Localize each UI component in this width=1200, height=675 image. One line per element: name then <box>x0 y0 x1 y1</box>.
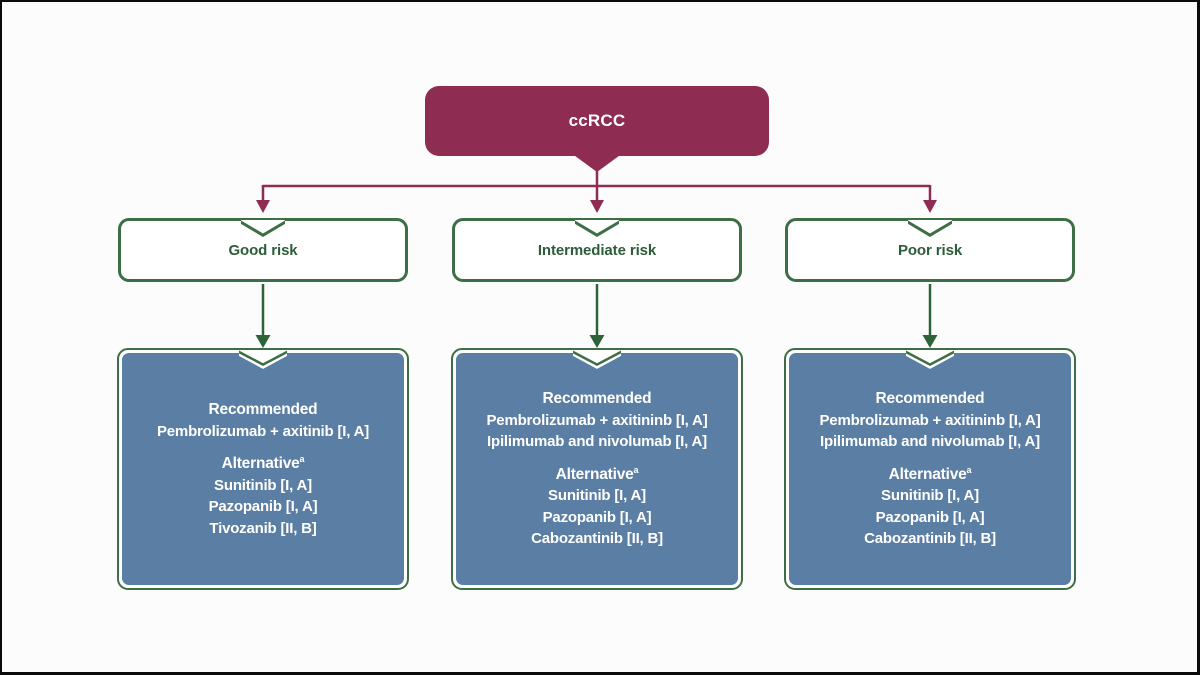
treatment-line: Sunitinib [I, A] <box>881 487 979 505</box>
notch-icon <box>239 349 287 372</box>
footnote-marker: a <box>299 453 305 464</box>
treatment-line: Cabozantinib [II, B] <box>864 530 996 548</box>
treatment-node-intermediate: Recommended Pembrolizumab + axitininb [I… <box>451 348 743 590</box>
risk-label: Poor risk <box>897 241 963 259</box>
recommended-heading: Recommended <box>542 390 652 408</box>
treatment-line: Pazopanib [I, A] <box>875 508 985 526</box>
root-node-label: ccRCC <box>568 111 626 130</box>
treatment-line: Pazopanib [I, A] <box>542 508 652 526</box>
treatment-line: Sunitinib [I, A] <box>548 487 646 505</box>
risk-label: Good risk <box>228 241 298 259</box>
alternative-label: Alternative <box>221 455 300 472</box>
notch-icon <box>241 220 285 237</box>
notch-icon <box>908 220 952 237</box>
recommended-heading: Recommended <box>875 390 985 408</box>
alternative-heading: Alternativea <box>556 464 639 486</box>
arrowhead-green <box>255 335 938 348</box>
treatment-line: Tivozanib [II, B] <box>209 519 317 537</box>
recommended-heading: Recommended <box>208 401 318 418</box>
treatment-line: Ipilimumab and nivolumab [I, A] <box>487 433 707 451</box>
treatment-line: Ipilimumab and nivolumab [I, A] <box>820 433 1040 451</box>
notch-icon <box>573 349 621 372</box>
notch-icon <box>575 220 619 237</box>
treatment-line: Sunitinib [I, A] <box>214 476 312 494</box>
treatment-line: Pazopanib [I, A] <box>208 498 318 515</box>
letterbox-left <box>0 0 2 675</box>
treatment-content: Recommended Pembrolizumab + axitinib [I,… <box>122 353 404 585</box>
risk-node-poor: Poor risk <box>785 218 1075 282</box>
treatment-line: Cabozantinib [II, B] <box>531 530 663 548</box>
treatment-line: Pembrolizumab + axitinib [I, A] <box>156 422 370 440</box>
notch-icon <box>906 349 954 372</box>
root-node-pointer <box>571 153 623 172</box>
treatment-line: Pembrolizumab + axitininb [I, A] <box>486 411 708 429</box>
treatment-node-poor: Recommended Pembrolizumab + axitininb [I… <box>784 348 1076 590</box>
risk-node-intermediate: Intermediate risk <box>452 218 742 282</box>
letterbox-bottom <box>0 672 1200 675</box>
treatment-content: Recommended Pembrolizumab + axitininb [I… <box>456 353 738 585</box>
alternative-heading: Alternativea <box>889 464 972 486</box>
alternative-heading: Alternativea <box>222 453 305 475</box>
root-node-ccrcc: ccRCC <box>425 86 769 156</box>
letterbox-right <box>1197 0 1200 675</box>
risk-label: Intermediate risk <box>537 241 657 259</box>
alternative-label: Alternative <box>555 465 634 483</box>
letterbox-top <box>0 0 1200 2</box>
treatment-content: Recommended Pembrolizumab + axitininb [I… <box>789 353 1071 585</box>
footnote-marker: a <box>633 464 639 475</box>
risk-node-good: Good risk <box>118 218 408 282</box>
treatment-line: Pembrolizumab + axitininb [I, A] <box>819 411 1041 429</box>
treatment-node-good: Recommended Pembrolizumab + axitinib [I,… <box>117 348 409 590</box>
arrowhead-maroon <box>256 200 937 213</box>
footnote-marker: a <box>966 464 972 475</box>
alternative-label: Alternative <box>888 465 967 483</box>
